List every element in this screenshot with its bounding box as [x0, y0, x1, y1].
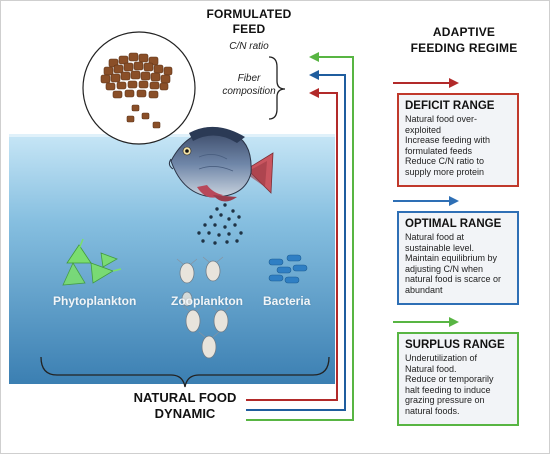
optimal-line: abundant	[405, 284, 443, 295]
phytoplankton-icon	[62, 238, 122, 286]
surplus-line: Natural food.	[405, 363, 457, 374]
optimal-line: adjusting C/N when	[405, 263, 484, 274]
arrow-green-feedback	[246, 56, 354, 421]
surplus-range-title: SURPLUS RANGE	[405, 339, 505, 351]
natural-food-line2: DYNAMIC	[154, 406, 216, 421]
optimal-line: Maintain equilibrium by	[405, 253, 498, 264]
sinking-pellets	[197, 203, 243, 245]
arrow-blue-feedback	[246, 74, 346, 411]
surplus-line: Reduce or temporarily	[405, 374, 494, 385]
deficit-line: supply more protein	[405, 166, 485, 177]
feed-fiber-line1: Fiber	[237, 73, 261, 84]
bacteria-icon	[268, 254, 308, 284]
surplus-line: Underutilization of	[405, 353, 478, 363]
optimal-line: sustainable level.	[405, 242, 475, 253]
surplus-pointer-head	[449, 317, 459, 327]
feed-brace	[268, 56, 286, 120]
surplus-line: natural foods.	[405, 405, 460, 416]
water-surface	[9, 134, 335, 137]
deficit-pointer-head	[449, 78, 459, 88]
natural-food-brace	[40, 356, 330, 388]
deficit-line: exploited	[405, 124, 442, 135]
bacteria-label: Bacteria	[263, 294, 311, 308]
deficit-line: Increase feeding with	[405, 135, 491, 146]
surplus-line: halt feeding to induce	[405, 384, 491, 395]
surplus-line: grazing pressure on	[405, 395, 485, 406]
surplus-range-box: SURPLUS RANGE Underutilization of Natura…	[397, 332, 519, 426]
optimal-range-box: OPTIMAL RANGE Natural food at sustainabl…	[397, 211, 519, 305]
optimal-pointer-head	[449, 196, 459, 206]
feedback-arrows	[246, 56, 354, 421]
feed-magnifier-circle	[82, 31, 196, 145]
arrow-red-feedback	[246, 92, 338, 401]
arrow-green-head	[309, 52, 319, 62]
arrow-red-head	[309, 88, 319, 98]
optimal-range-title: OPTIMAL RANGE	[405, 218, 502, 230]
feed-fiber-line2: composition	[222, 86, 276, 97]
optimal-line: natural food is scarce or	[405, 274, 502, 285]
deficit-line: Reduce C/N ratio to	[405, 156, 485, 167]
feed-cn-ratio: C/N ratio	[229, 41, 269, 52]
pond-water	[9, 134, 335, 384]
deficit-range-box: DEFICIT RANGE Natural food over- exploit…	[397, 93, 519, 187]
arrow-blue-head	[309, 70, 319, 80]
feed-title-line1: FORMULATED	[206, 7, 292, 21]
zooplankton-antennae	[176, 256, 232, 338]
phytoplankton-label: Phytoplankton	[53, 294, 137, 308]
optimal-line: Natural food at	[405, 232, 465, 242]
zooplankton-label: Zooplankton	[171, 294, 243, 308]
deficit-line: formulated feeds	[405, 145, 473, 156]
tilapia-fish-icon	[168, 126, 274, 202]
feed-pellet-icon	[100, 52, 173, 129]
regime-title-line2: FEEDING REGIME	[410, 41, 518, 55]
deficit-line: Natural food over-	[405, 114, 478, 124]
zooplankton-icon	[179, 260, 229, 359]
feed-title-line2: FEED	[232, 22, 266, 36]
regime-title-line1: ADAPTIVE	[432, 25, 496, 39]
deficit-range-title: DEFICIT RANGE	[405, 100, 495, 112]
natural-food-line1: NATURAL FOOD	[133, 390, 237, 405]
